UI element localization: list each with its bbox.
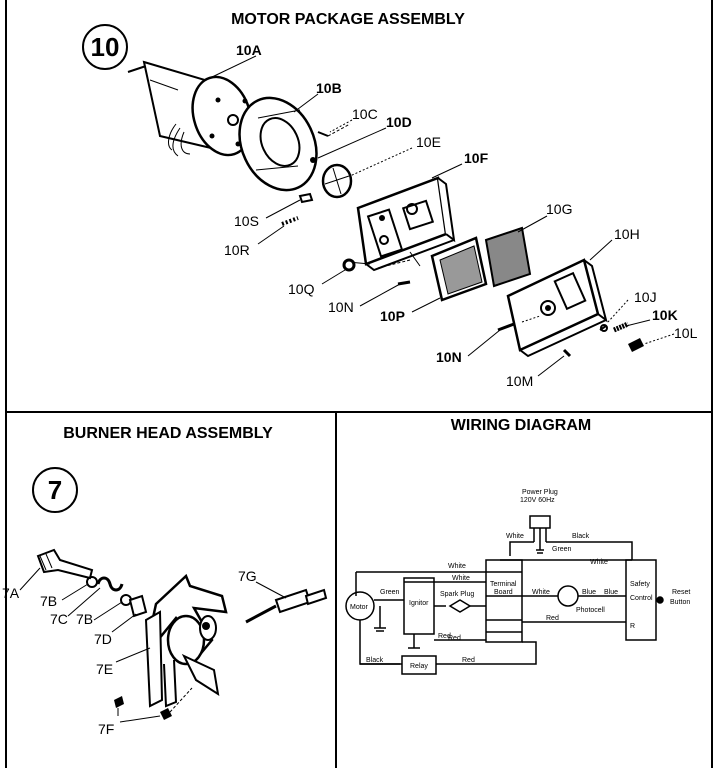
- burner-head-section: BURNER HEAD ASSEMBLY 7: [2, 425, 328, 737]
- wiring-red-3: Red: [448, 635, 461, 642]
- wiring-control: Control: [630, 595, 653, 602]
- burner-head-number: 7: [48, 475, 62, 505]
- part-label-7b-second: 7B: [76, 611, 93, 627]
- wiring-green-left: Green: [380, 589, 400, 596]
- wiring-white-1: White: [448, 563, 466, 570]
- motor-package-section: MOTOR PACKAGE ASSEMBLY 10: [82, 11, 698, 389]
- part-label-7d: 7D: [94, 631, 112, 647]
- part-label-10j: 10J: [634, 289, 657, 305]
- wiring-black-bottom: Black: [366, 657, 384, 664]
- motor-package-number: 10: [91, 32, 120, 62]
- wiring-power-plug: Power Plug: [522, 489, 558, 496]
- wiring-terminal: Terminal: [490, 581, 517, 588]
- wiring-relay: Relay: [410, 663, 428, 670]
- part-label-7f: 7F: [98, 721, 114, 737]
- wiring-motor: Motor: [350, 604, 369, 611]
- motor-drawing: [127, 60, 253, 157]
- wiring-white-top: White: [506, 533, 524, 540]
- part-label-7a: 7A: [2, 585, 20, 601]
- part-label-10r: 10R: [224, 242, 250, 258]
- part-label-10f: 10F: [464, 150, 489, 166]
- wiring-lines: [345, 515, 664, 675]
- wiring-blue-2: Blue: [604, 589, 618, 596]
- burner-head-title: BURNER HEAD ASSEMBLY: [63, 425, 273, 442]
- wiring-black-top: Black: [572, 533, 590, 540]
- wiring-red-2: Red: [546, 615, 559, 622]
- wiring-safety: Safety: [630, 581, 650, 588]
- motor-package-number-circle: [82, 24, 128, 70]
- part-label-10n-lower: 10N: [436, 349, 462, 365]
- part-label-7c: 7C: [50, 611, 68, 627]
- wiring-white-3: White: [452, 575, 470, 582]
- adapter-ring-drawing: [238, 96, 318, 192]
- grille-and-cover-drawing: [342, 226, 644, 358]
- part-label-7g: 7G: [238, 568, 257, 584]
- wiring-blue-1: Blue: [582, 589, 596, 596]
- wiring-power-rating: 120V 60Hz: [520, 497, 555, 504]
- burner-head-number-circle: [32, 467, 78, 513]
- part-label-10p: 10P: [380, 308, 405, 324]
- small-parts-drawing: [281, 123, 353, 226]
- burner-leader-lines: [19, 567, 287, 723]
- part-label-10l: 10L: [674, 325, 698, 341]
- wiring-green-plug: Green: [552, 546, 572, 553]
- part-label-7b-first: 7B: [40, 593, 57, 609]
- wiring-spark-plug: Spark Plug: [440, 591, 474, 598]
- part-label-10a: 10A: [236, 42, 262, 58]
- wiring-red-bottom: Red: [462, 657, 475, 664]
- panel-borders: [5, 0, 713, 768]
- part-label-10k: 10K: [652, 307, 678, 323]
- part-label-10h: 10H: [614, 226, 640, 242]
- part-label-10e: 10E: [416, 134, 441, 150]
- part-label-10b: 10B: [316, 80, 342, 96]
- part-label-10d: 10D: [386, 114, 412, 130]
- motor-package-title: MOTOR PACKAGE ASSEMBLY: [231, 11, 465, 28]
- part-label-10m: 10M: [506, 373, 533, 389]
- wiring-board: Board: [494, 589, 513, 596]
- housing-drawing: [347, 176, 456, 272]
- wiring-diagram-title: WIRING DIAGRAM: [451, 417, 591, 434]
- part-label-10g: 10G: [546, 201, 572, 217]
- part-label-7e: 7E: [96, 661, 113, 677]
- wiring-r-mark: R: [630, 623, 635, 630]
- part-label-10s: 10S: [234, 213, 259, 229]
- wiring-white-2: White: [590, 559, 608, 566]
- wiring-button: Button: [670, 599, 690, 606]
- part-label-10q: 10Q: [288, 281, 315, 297]
- wiring-diagram-section: WIRING DIAGRAM: [345, 417, 690, 675]
- part-label-10c: 10C: [352, 106, 378, 122]
- wiring-white-4: White: [532, 589, 550, 596]
- wiring-ignitor: Ignitor: [409, 600, 429, 607]
- motor-leader-lines: [209, 55, 675, 377]
- part-label-10n-upper: 10N: [328, 299, 354, 315]
- wiring-red-1: Red: [438, 633, 451, 640]
- wiring-photocell: Photocell: [576, 607, 605, 614]
- burner-head-drawing: [36, 548, 328, 720]
- wiring-reset: Reset: [672, 589, 690, 596]
